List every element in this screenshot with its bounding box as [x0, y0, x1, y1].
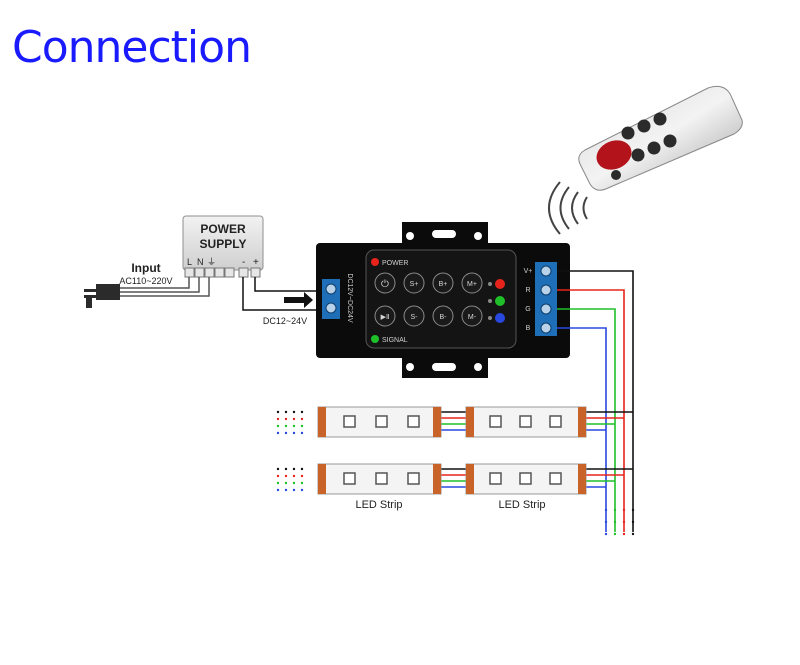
- led-strip-row-1: [317, 406, 587, 438]
- controller-buttons: ⏻ S+ B+ M+ ▶Ⅱ S- B- M-: [374, 272, 483, 327]
- output-label-g: G: [525, 306, 530, 313]
- output-wires: [441, 270, 634, 532]
- dc-wires: [242, 277, 330, 311]
- rgb-controller: DC12V~DC24V V+ R G B POWER SIGNAL: [316, 222, 570, 378]
- power-button-icon: ⏻: [381, 279, 389, 290]
- continuation-dots-left: [276, 410, 304, 492]
- power-supply-label-1: POWER: [200, 222, 246, 236]
- brightness-down-button-label: B-: [440, 314, 448, 321]
- wireless-signal-icon: [548, 181, 588, 235]
- red-led: [495, 279, 505, 289]
- speed-up-button-label: S+: [410, 281, 419, 288]
- terminal-n-label: N: [197, 257, 204, 267]
- brightness-up-button-label: B+: [439, 281, 448, 288]
- ac-input-wires: [120, 277, 210, 297]
- play-pause-button-icon: ▶Ⅱ: [381, 314, 390, 321]
- led-strip-label-1: LED Strip: [355, 499, 402, 511]
- terminal-ground-label: ⏚: [207, 257, 216, 267]
- speed-down-button-label: S-: [411, 314, 419, 321]
- terminal-plus-label: +: [253, 257, 259, 268]
- signal-led: [371, 335, 379, 343]
- mode-down-button-label: M-: [468, 314, 477, 321]
- arrow-right-icon: [284, 292, 313, 308]
- power-supply-label-2: SUPPLY: [200, 237, 247, 251]
- signal-indicator-label: SIGNAL: [382, 337, 408, 344]
- led-strip-row-2: [317, 463, 587, 495]
- input-label: Input: [131, 261, 160, 275]
- terminal-l-label: L: [187, 257, 192, 267]
- blue-led: [495, 313, 505, 323]
- green-led: [495, 296, 505, 306]
- led-strip-label-2: LED Strip: [498, 499, 545, 511]
- dc-voltage-label: DC12~24V: [263, 316, 307, 326]
- continuation-dots-bottom: [604, 508, 635, 536]
- remote-control-icon: [578, 85, 743, 191]
- output-label-b: B: [526, 325, 531, 332]
- page-title: Connection: [12, 22, 252, 73]
- power-led: [371, 258, 379, 266]
- mode-up-button-label: M+: [467, 281, 477, 288]
- plug-icon: [84, 284, 120, 308]
- input-terminal-label: DC12V~DC24V: [346, 273, 353, 323]
- terminal-minus-label: -: [242, 257, 245, 268]
- input-voltage: AC110~220V: [119, 276, 172, 286]
- power-indicator-label: POWER: [382, 260, 408, 267]
- output-label-vplus: V+: [524, 268, 533, 275]
- power-supply: POWER SUPPLY L N ⏚ - +: [182, 215, 264, 278]
- output-label-r: R: [525, 287, 530, 294]
